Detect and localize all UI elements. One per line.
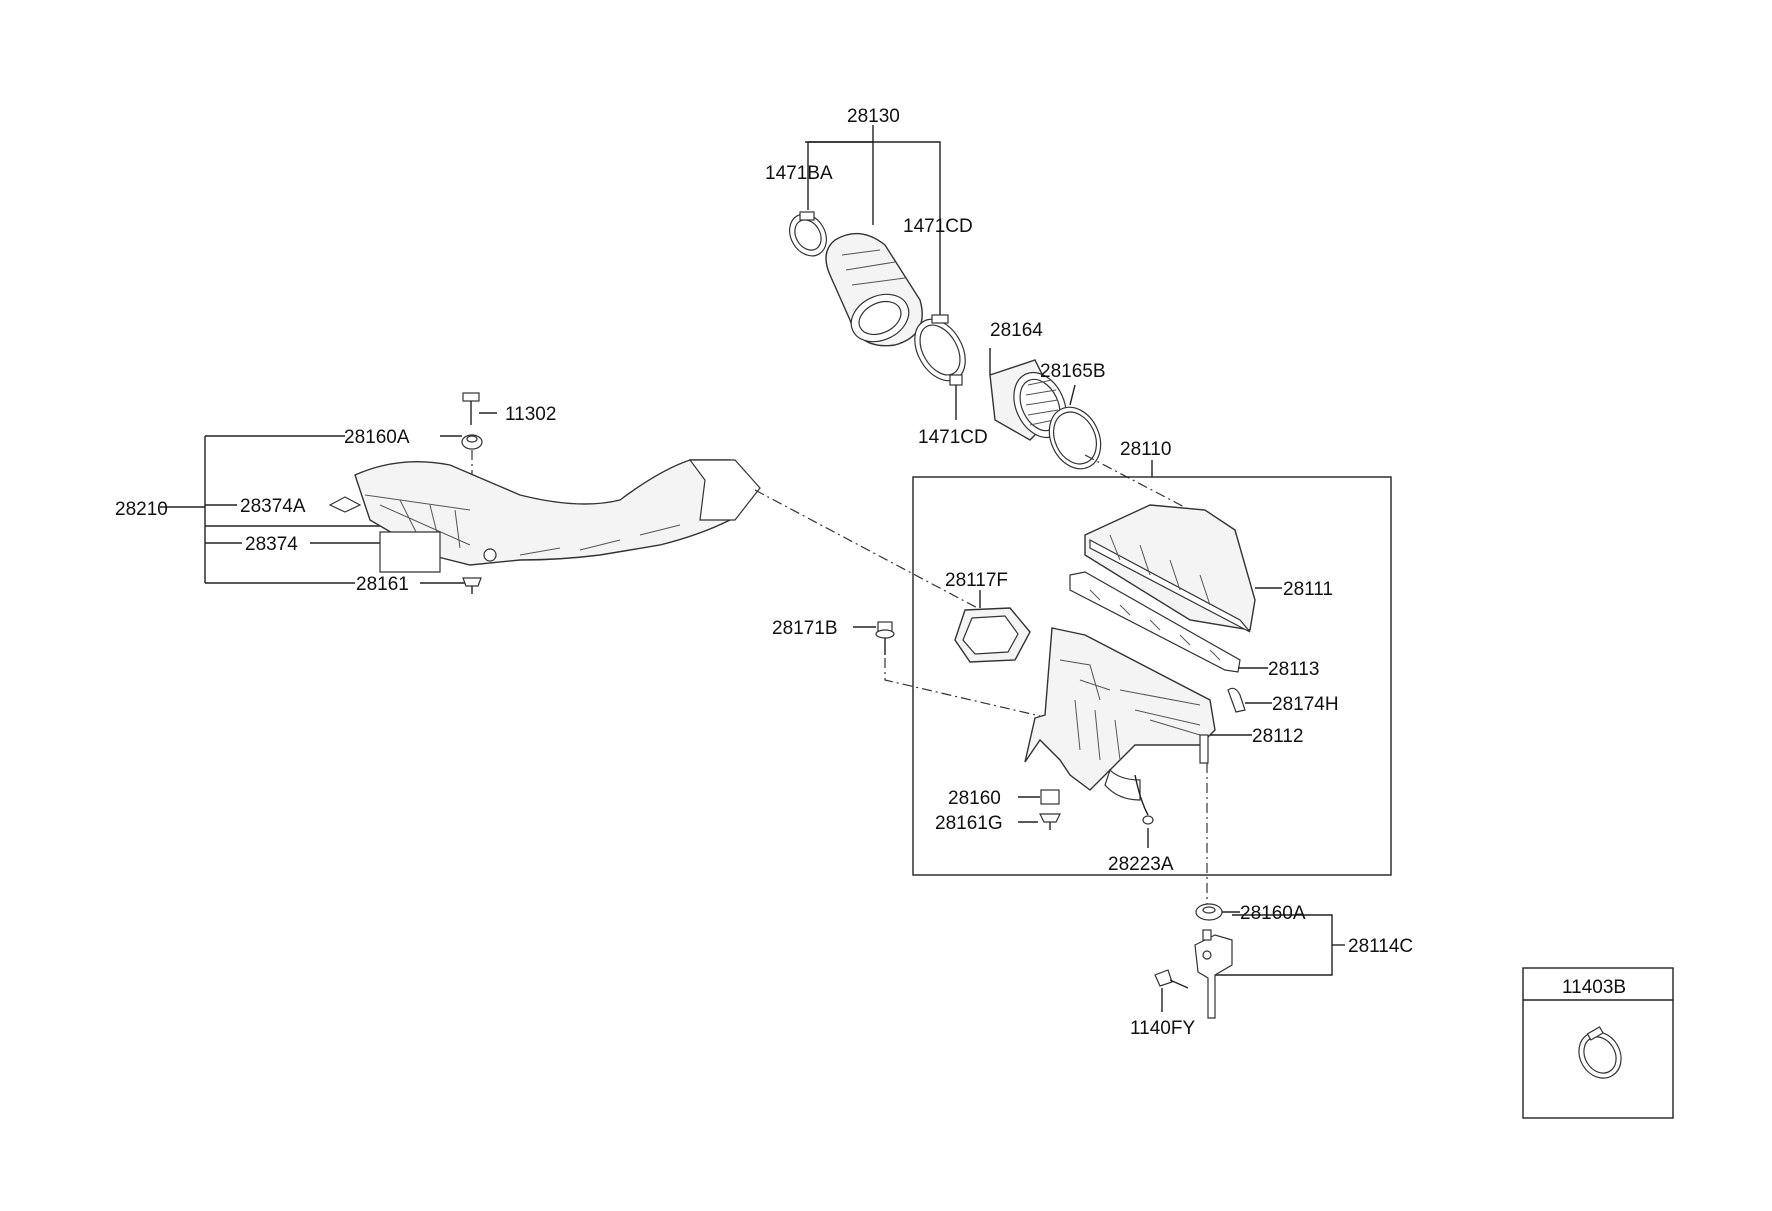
bolt-28161g[interactable] bbox=[1039, 813, 1061, 830]
intake-duct-28210[interactable] bbox=[354, 459, 761, 566]
air-cleaner-cover-28111[interactable] bbox=[1084, 504, 1256, 633]
mounting-bracket-28114c[interactable] bbox=[1194, 929, 1233, 1019]
label-28164: 28164 bbox=[990, 320, 1043, 341]
inset-box bbox=[1522, 967, 1674, 1119]
air-filter-28117f[interactable] bbox=[954, 607, 1031, 663]
filter-frame-28113[interactable] bbox=[1069, 571, 1241, 673]
air-cleaner-body-28112[interactable] bbox=[1024, 627, 1216, 801]
label-28110: 28110 bbox=[1120, 439, 1171, 460]
label-28111: 28111 bbox=[1283, 579, 1333, 600]
label-11403b: 11403B bbox=[1562, 977, 1626, 998]
label-28161: 28161 bbox=[356, 574, 409, 595]
label-28174h: 28174H bbox=[1272, 694, 1339, 715]
bolt-28161[interactable] bbox=[462, 577, 482, 594]
label-28374: 28374 bbox=[245, 534, 298, 555]
hose-clamp-11403b[interactable] bbox=[1571, 1024, 1630, 1086]
bolt-28171b[interactable] bbox=[875, 621, 895, 655]
hose-clamp-1471cd-upper[interactable] bbox=[904, 310, 975, 389]
label-28374a: 28374A bbox=[240, 496, 306, 517]
label-28112: 28112 bbox=[1252, 726, 1303, 747]
bolt-1471cd-lower[interactable] bbox=[949, 374, 963, 405]
label-28113: 28113 bbox=[1268, 659, 1319, 680]
label-28171b: 28171B bbox=[772, 618, 838, 639]
label-1471cd-top: 1471CD bbox=[903, 216, 973, 237]
label-28160a-left: 28160A bbox=[344, 427, 410, 448]
label-28160: 28160 bbox=[948, 788, 1001, 809]
bolt-11302[interactable] bbox=[462, 392, 497, 425]
label-28117f: 28117F bbox=[945, 570, 1008, 591]
air-cleaner-assembly-28110 bbox=[853, 460, 1392, 905]
intake-hose-28130[interactable] bbox=[825, 232, 923, 351]
label-1471cd-bot: 1471CD bbox=[918, 427, 988, 448]
label-1471ba: 1471BA bbox=[765, 163, 833, 184]
label-28114c: 28114C bbox=[1348, 936, 1413, 957]
grommet-28160a-right[interactable] bbox=[1195, 903, 1223, 921]
part-labels: 28130 1471BA 1471CD 28164 28165B 1471CD … bbox=[115, 106, 1626, 1039]
label-28130: 28130 bbox=[847, 106, 900, 127]
o-ring-28165b[interactable] bbox=[1040, 399, 1111, 477]
label-1140fy: 1140FY bbox=[1130, 1018, 1195, 1039]
drain-hose-28223a[interactable] bbox=[1134, 774, 1154, 825]
grommet-28160[interactable] bbox=[1040, 789, 1060, 805]
intake-duct-group bbox=[160, 392, 986, 613]
hose-clamp-1471ba[interactable] bbox=[782, 207, 833, 262]
label-28223a: 28223A bbox=[1108, 854, 1174, 875]
label-28160a-right: 28160A bbox=[1240, 903, 1306, 924]
label-28165b: 28165B bbox=[1040, 361, 1106, 382]
bolt-1140fy[interactable] bbox=[1154, 969, 1189, 989]
grommet-28160a-left[interactable] bbox=[461, 434, 483, 450]
inset-11403b bbox=[1522, 967, 1674, 1119]
label-28161g: 28161G bbox=[935, 813, 1003, 834]
label-11302: 11302 bbox=[505, 404, 556, 425]
label-28210: 28210 bbox=[115, 499, 168, 520]
intake-hose-group bbox=[782, 125, 1191, 511]
bracket-group-28114c bbox=[1154, 903, 1345, 1019]
clip-28174h[interactable] bbox=[1227, 687, 1246, 713]
